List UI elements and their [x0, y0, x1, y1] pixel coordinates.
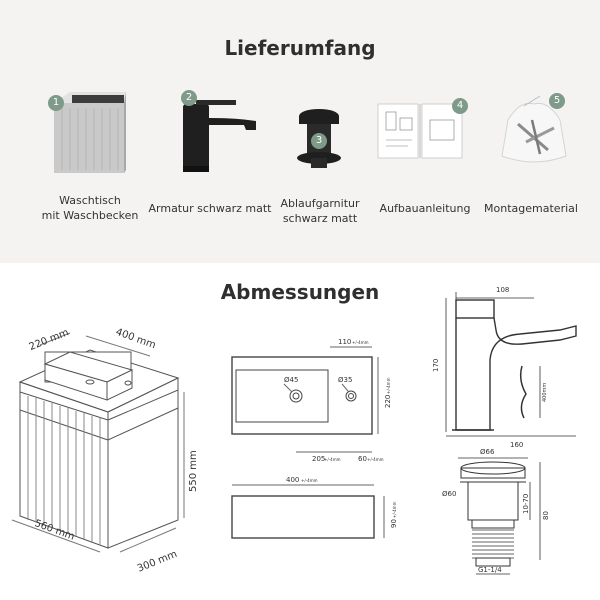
- basin-height-tolerance: +/-4mm: [392, 501, 397, 518]
- item-number-badge: 1: [48, 95, 64, 111]
- item-number-badge: 5: [549, 93, 565, 109]
- cabinet-dim-220: 220 mm: [28, 327, 71, 353]
- dimensions-title: Abmessungen: [220, 280, 380, 304]
- basin-width-tolerance: +/-4mm: [301, 478, 318, 483]
- drain-total-label: 80: [542, 511, 550, 520]
- cabinet-dimension-drawing: [11, 332, 185, 553]
- cabinet-dim-400: 400 mm: [114, 327, 157, 352]
- basin-height-label: 90: [390, 519, 398, 528]
- faucet-base-label: 160: [510, 441, 523, 449]
- basin-top-drawing: [231, 346, 379, 453]
- item-number-badge: 3: [311, 133, 327, 149]
- item-number-badge: 2: [181, 90, 197, 106]
- drain-cap-label: Ø66: [480, 448, 495, 456]
- item-number-badge: 4: [452, 98, 468, 114]
- drain-thread-label: G1-1/4: [478, 566, 502, 574]
- basin-dist1-tolerance: +/-4mm: [324, 457, 341, 462]
- faucet-hose-label: 400mm: [542, 383, 548, 402]
- item-label: Aufbauanleitung: [379, 202, 471, 215]
- basin-depth-label: 220: [384, 395, 392, 408]
- cabinet-dim-550: 550 mm: [188, 450, 199, 492]
- cabinet-dim-560: 560 mm: [33, 518, 76, 543]
- item-label: Ablaufgarnitur schwarz matt: [280, 197, 360, 225]
- basin-width-label: 400: [286, 476, 299, 484]
- delivery-title: Lieferumfang: [224, 36, 376, 60]
- item-label: Armatur schwarz matt: [148, 202, 272, 215]
- basin-dist1-label: 205: [312, 455, 325, 463]
- basin-offset-label: 110: [338, 338, 351, 346]
- basin-hole2-label: Ø35: [338, 376, 352, 384]
- drain-dimension-drawing: [458, 457, 541, 575]
- item-label: Waschtisch mit Waschbecken: [41, 194, 139, 222]
- basin-depth-tolerance: +/-4mm: [386, 377, 391, 394]
- basin-dist2-tolerance: +/-4mm: [367, 457, 384, 462]
- faucet-height-label: 170: [432, 359, 440, 372]
- item-label: Montagematerial: [484, 202, 578, 215]
- basin-front-drawing: [231, 484, 385, 539]
- basin-hole1-label: Ø45: [284, 376, 298, 384]
- cabinet-dim-300: 300 mm: [136, 549, 179, 575]
- basin-dist2-label: 60: [358, 455, 367, 463]
- drain-body-label: Ø60: [442, 490, 456, 498]
- faucet-dimension-drawing: [445, 292, 577, 437]
- basin-offset-tolerance: +/-4mm: [352, 340, 369, 345]
- faucet-top-label: 108: [496, 286, 509, 294]
- drain-range-label: 10-70: [522, 494, 530, 514]
